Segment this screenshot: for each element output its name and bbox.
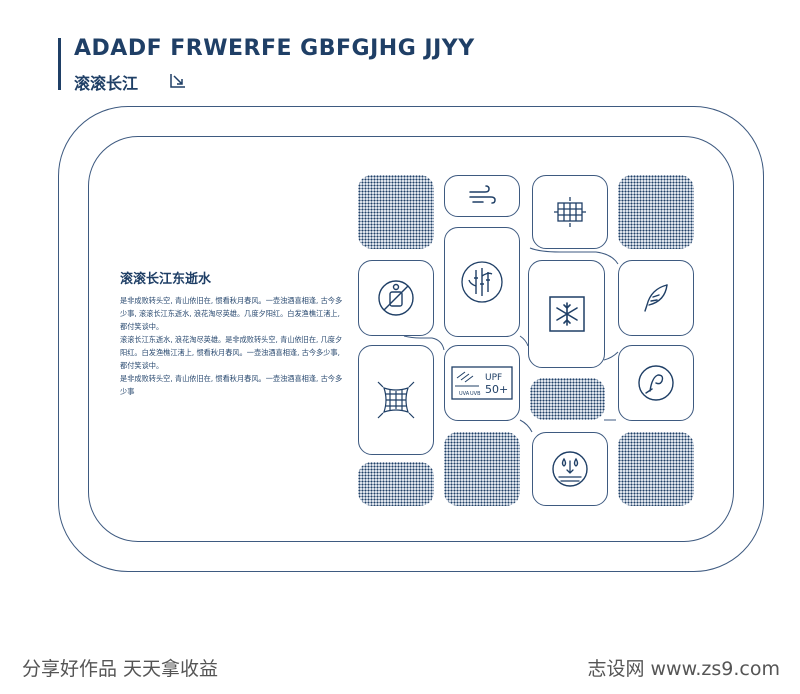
dot-pattern-tile [358,462,434,506]
upf-label: UPF [485,373,502,383]
dot-pattern-tile [618,432,694,506]
uvb-label: UVB [470,391,481,397]
wind-icon [469,185,496,204]
footer-slogan: 分享好作品 天天拿收益 [22,658,219,680]
tile-wind [444,175,520,217]
no-odor-icon [378,280,414,316]
tile-water [532,432,608,506]
uva-label: UVA [459,391,470,397]
tile-stretch [532,175,608,249]
snowflake-icon [548,296,585,332]
paragraph: 是非成败转头空, 青山依旧在, 惯看秋月春风。一壶浊酒喜相逢, 古今多少事, 滚… [120,296,343,331]
dot-pattern-tile [530,378,605,420]
tile-feather [618,260,694,336]
stretch-fabric-icon [554,197,586,227]
page-subtitle: 滚滚长江 [74,74,139,93]
content-heading: 滚滚长江东逝水 [120,272,212,287]
tile-bamboo [444,227,520,337]
tile-uv: UVA UVB UPF 50+ [444,345,520,421]
feather-icon [644,284,668,312]
tile-no-odor [358,260,434,336]
outer-frame [58,106,764,572]
inner-frame [88,136,734,542]
paragraph: 滚滚长江东逝水, 浪花淘尽英雄。是非成败转头空, 青山依旧在, 几度夕阳红。白发… [120,335,343,370]
upf-value: 50+ [485,383,508,396]
tile-mesh [358,345,434,455]
tile-snowflake [528,260,605,368]
moisture-wicking-icon [552,451,588,487]
hand-feel-icon [638,365,674,401]
breathable-mesh-icon [377,381,415,419]
dot-pattern-tile [444,432,520,506]
bamboo-icon [461,261,503,303]
uv-protection-icon: UVA UVB UPF 50+ [451,366,513,400]
page-title: ADADF FRWERFE GBFGJHG JJYY [74,36,475,61]
tile-hook [618,345,694,421]
header-accent-bar [58,38,61,90]
dot-pattern-tile [358,175,434,249]
dot-pattern-tile [618,175,694,249]
paragraph: 是非成败转头空, 青山依旧在, 惯看秋月春风。一壶浊酒喜相逢, 古今多少事 [120,374,343,396]
content-body: 是非成败转头空, 青山依旧在, 惯看秋月春风。一壶浊酒喜相逢, 古今多少事, 滚… [120,294,346,398]
footer-watermark: 志设网 www.zs9.com [587,658,780,680]
corner-arrow-icon [170,74,185,88]
